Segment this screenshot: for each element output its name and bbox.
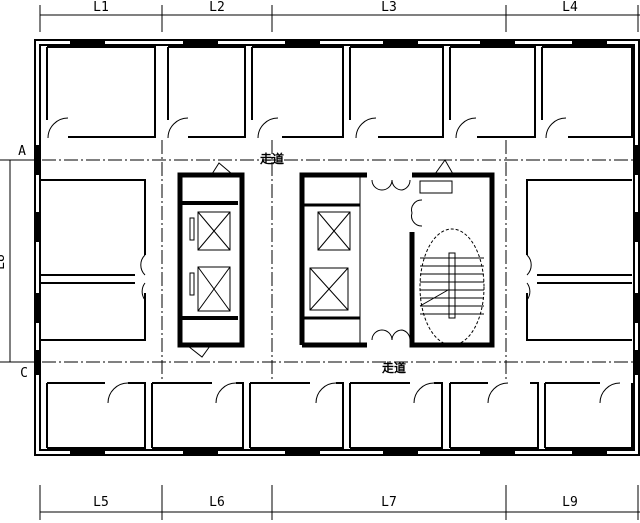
windows (35, 40, 639, 455)
axis-label-a: A (18, 144, 26, 159)
left-dimension-line: L8 A C (0, 144, 36, 381)
dim-label-l3: L3 (381, 0, 397, 15)
elevator-icon (197, 211, 231, 251)
axis-lines (20, 140, 640, 380)
staircase (409, 159, 495, 348)
bottom-dimension-line: L5 L6 L7 L9 (39, 485, 640, 520)
elevator-core-left (177, 162, 245, 358)
left-rooms (40, 179, 146, 341)
dim-label-l1: L1 (93, 0, 109, 15)
top-dimension-line: L1 L2 L3 L4 (39, 0, 640, 32)
exterior-walls (34, 39, 640, 456)
elevator-icon (197, 266, 231, 312)
dim-label-l4: L4 (562, 0, 578, 15)
top-rooms (46, 46, 633, 139)
elevator-icon (317, 211, 351, 251)
dim-label-l2: L2 (209, 0, 225, 15)
axis-label-c: C (20, 366, 28, 381)
elevator-icon (309, 267, 349, 311)
center-core (299, 159, 495, 348)
bottom-rooms (46, 382, 633, 449)
dim-label-l5: L5 (93, 495, 109, 510)
dim-label-l7: L7 (381, 495, 397, 510)
right-rooms (526, 179, 632, 341)
dim-label-l6: L6 (209, 495, 225, 510)
corridor-label-top: 走道 (260, 151, 284, 166)
corridor-label-bottom: 走道 (382, 360, 406, 375)
dim-label-l9: L9 (562, 495, 578, 510)
dim-label-l8: L8 (0, 254, 8, 270)
